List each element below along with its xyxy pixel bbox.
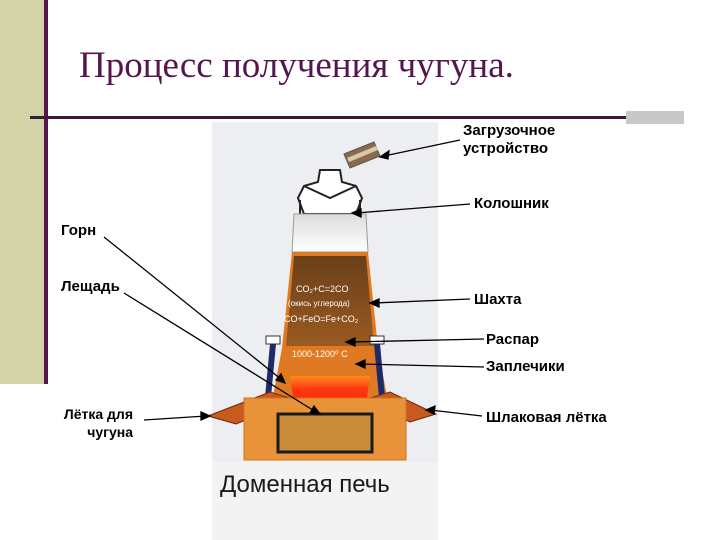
label-iron-taphole-line2: чугуна — [87, 424, 133, 440]
hot-zone — [290, 376, 370, 404]
title-underline — [30, 116, 630, 119]
label-iron-taphole-line1: Лётка для — [63, 406, 133, 422]
label-koloshnik: Колошник — [474, 195, 549, 212]
leader-lines — [103, 139, 485, 422]
temperature-label: 1000-1200⁰ C — [292, 349, 348, 359]
label-raspar: Распар — [486, 331, 540, 348]
formula-line-2: (окись углерода) — [288, 299, 350, 308]
sidebar-edge-line — [44, 0, 48, 384]
label-loading-device-line2: устройство — [463, 140, 549, 157]
label-loading-device-line1: Загрузочное — [463, 122, 556, 139]
sidebar-decoration — [0, 0, 47, 384]
label-slag-taphole: Шлаковая лётка — [486, 409, 607, 426]
koloshnik-zone — [291, 213, 369, 253]
formula-line-3: CO+FeO=Fe+CO₂ — [284, 314, 359, 324]
loading-device — [343, 141, 381, 169]
furnace-hearth — [243, 397, 407, 461]
caption-background — [212, 462, 438, 540]
title-underline-accent — [626, 111, 684, 124]
shaft-charge — [286, 256, 374, 346]
label-shakhta: Шахта — [474, 291, 522, 308]
label-leshad: Лещадь — [61, 278, 120, 295]
diagram-caption: Доменная печь — [220, 471, 390, 498]
formula-line-1: CO₂+C=2CO — [296, 284, 349, 294]
label-zaplechiki: Заплечики — [486, 358, 565, 375]
slide-title: Процесс получения чугуна. — [79, 45, 514, 86]
label-gorn: Горн — [61, 222, 97, 239]
